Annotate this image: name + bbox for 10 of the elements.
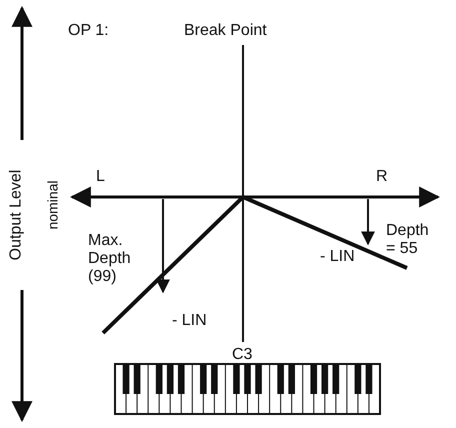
depth-label: Max. Depth (99) [88, 232, 132, 286]
curve-label: - LIN [320, 248, 355, 266]
axis-label: nominal [44, 180, 62, 230]
curve-label: - LIN [172, 312, 207, 330]
note-label: C3 [232, 346, 252, 364]
break-point-label: Break Point [184, 22, 267, 40]
depth-label: Depth = 55 [386, 222, 430, 258]
side-label: L [96, 168, 105, 186]
operator-label: OP 1: [68, 22, 109, 40]
side-label: R [376, 168, 388, 186]
